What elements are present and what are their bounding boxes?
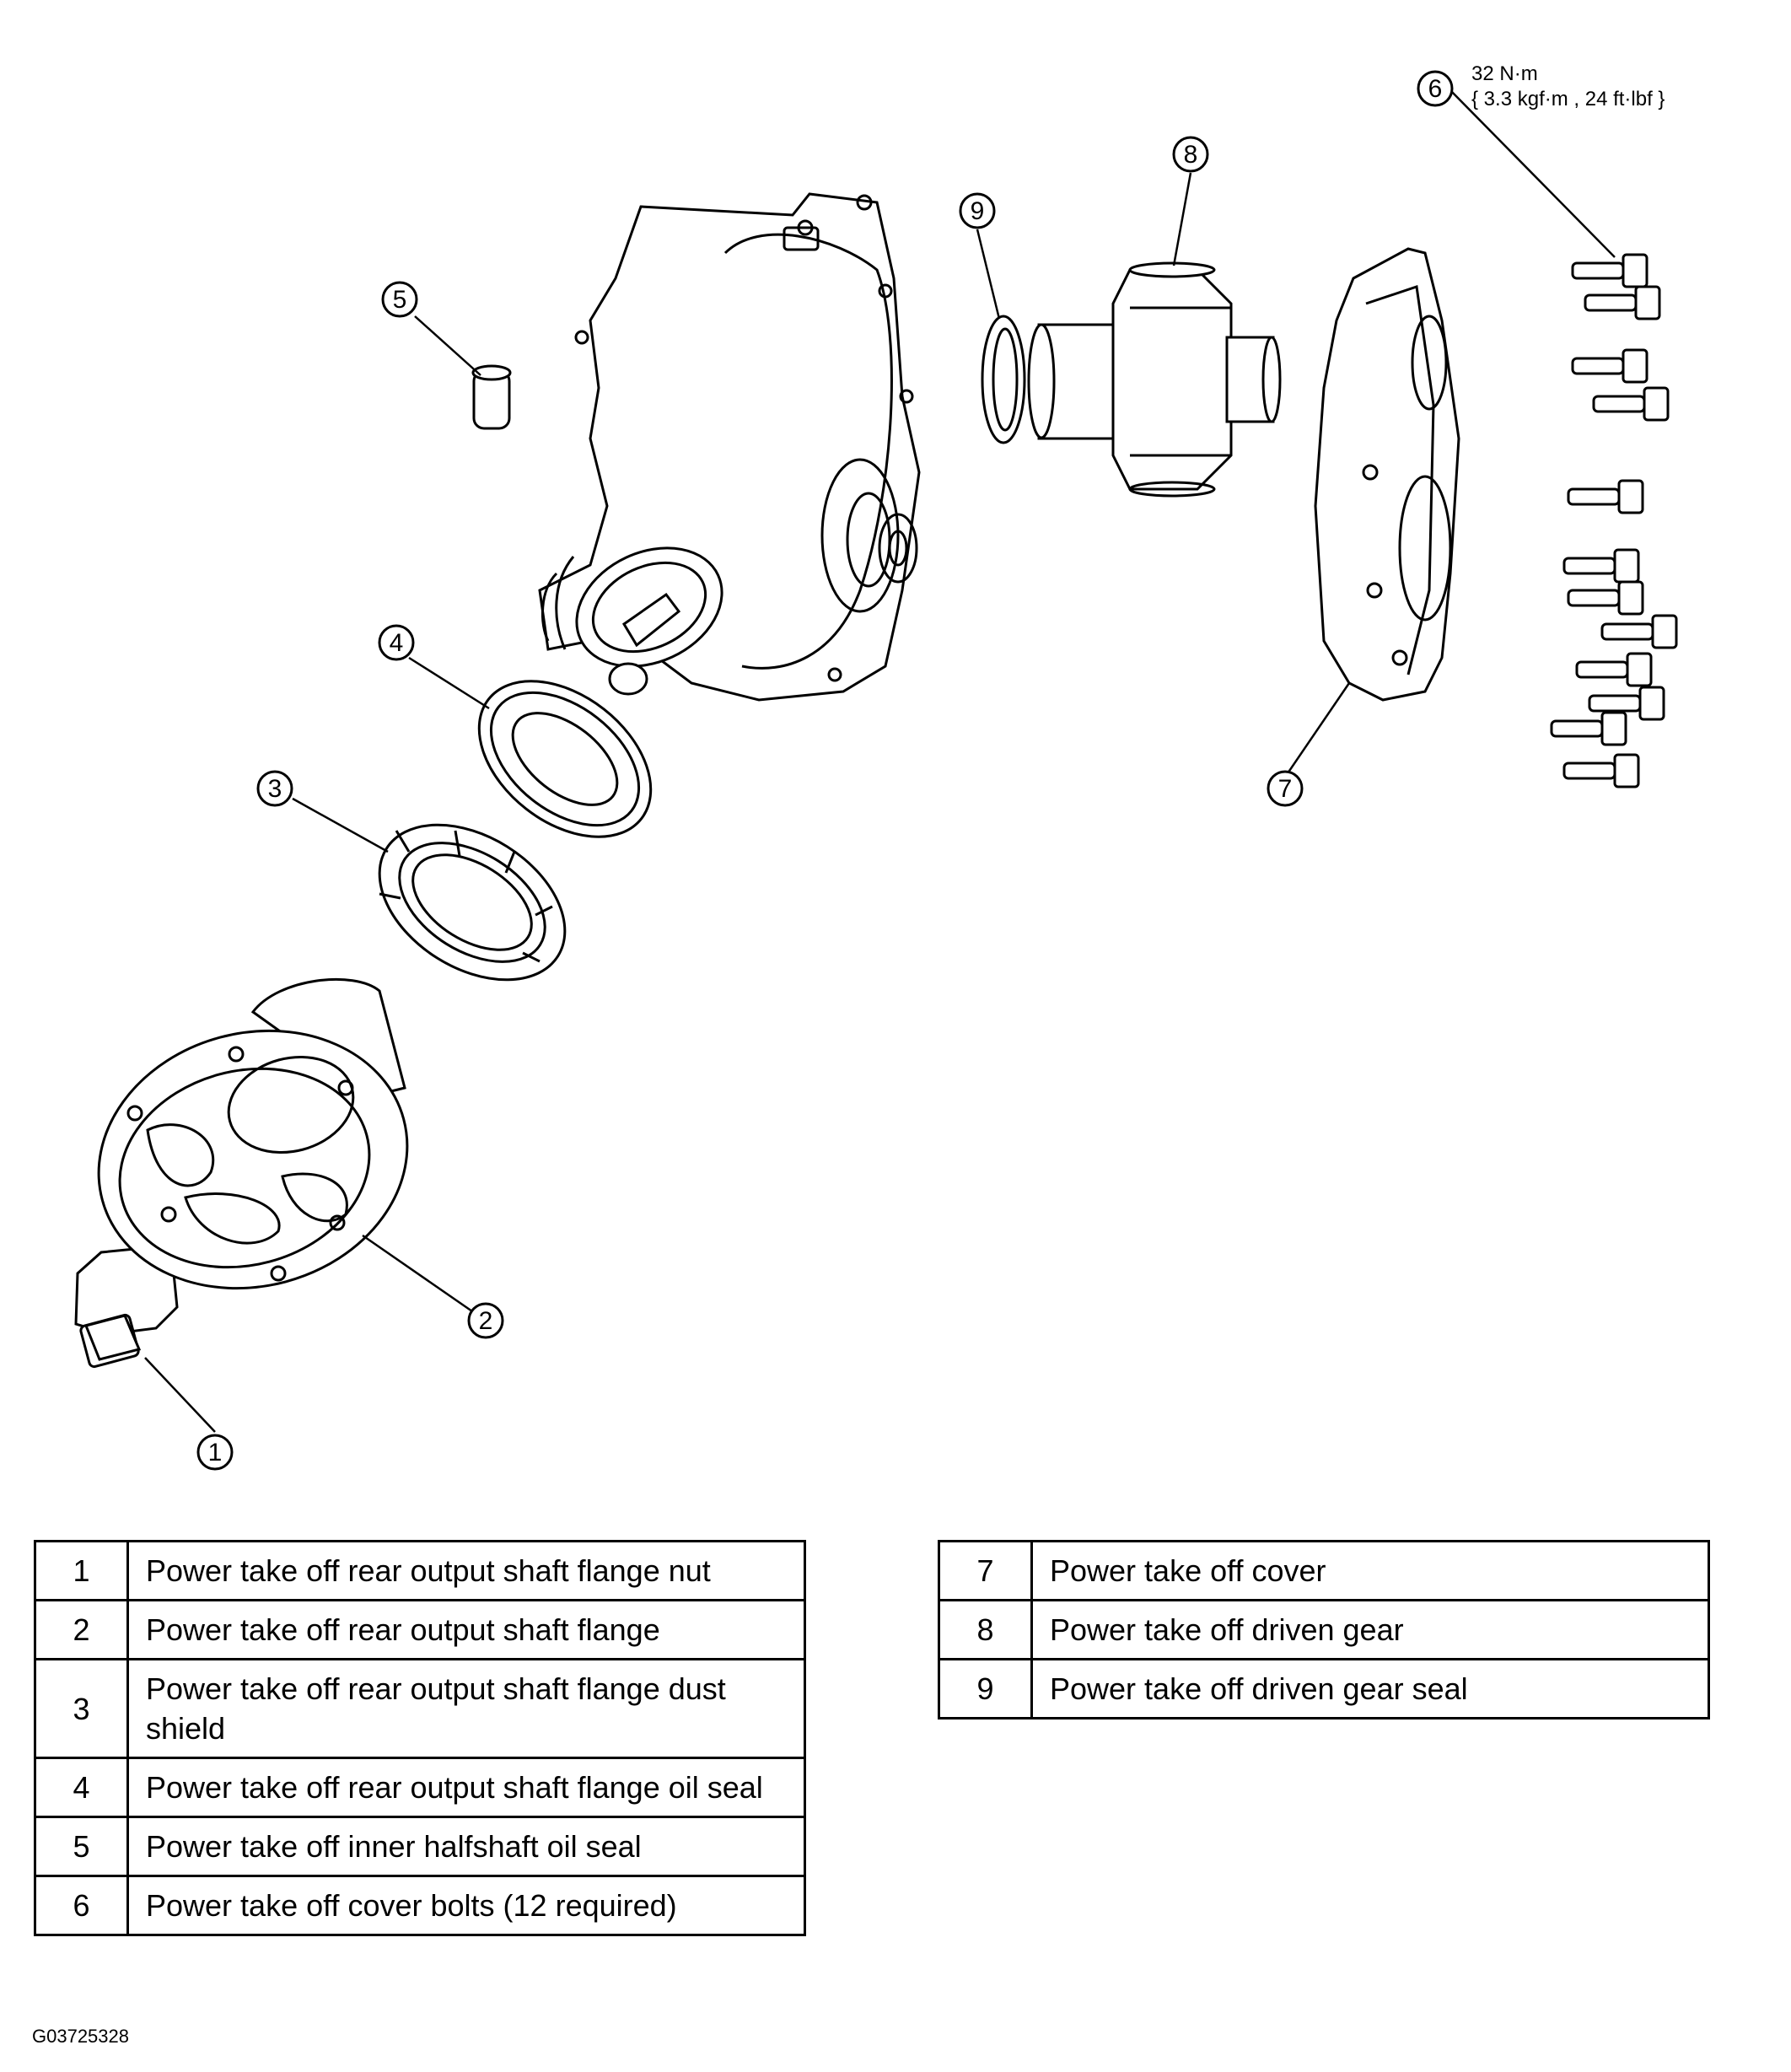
part-dust-shield (378, 823, 567, 982)
legend-num: 4 (34, 1757, 129, 1818)
legend-num: 7 (938, 1540, 1033, 1601)
svg-text:6: 6 (1428, 75, 1443, 103)
legend-num: 6 (34, 1875, 129, 1936)
exploded-diagram: 1 2 3 4 5 6 7 8 9 32 N·m { 3.3 kgf·m , 2… (74, 62, 1678, 1471)
part-oil-seal (477, 680, 653, 838)
callout-7: 7 (1267, 770, 1304, 807)
callout-2: 2 (467, 1302, 504, 1339)
callout-6: 6 (1417, 70, 1454, 107)
callout-8: 8 (1172, 136, 1209, 173)
legend-desc: Power take off cover bolts (12 required) (126, 1875, 806, 1936)
callout-9: 9 (959, 192, 996, 229)
callout-4: 4 (378, 624, 415, 661)
legend-desc: Power take off rear output shaft flange … (126, 1757, 806, 1818)
legend-desc: Power take off driven gear seal (1030, 1658, 1710, 1719)
svg-text:7: 7 (1278, 775, 1293, 803)
legend-desc: Power take off rear output shaft flange … (126, 1658, 806, 1759)
legend-num: 1 (34, 1540, 129, 1601)
legend-num: 2 (34, 1599, 129, 1660)
part-driven-gear-seal (981, 315, 1026, 444)
legend-num: 9 (938, 1658, 1033, 1719)
part-halfshaft-seal (471, 364, 512, 430)
part-cover (1314, 247, 1460, 702)
svg-text:4: 4 (390, 629, 404, 657)
transfer-case-housing (538, 192, 921, 702)
callout-3: 3 (256, 770, 293, 807)
svg-text:1: 1 (208, 1439, 223, 1467)
callout-1: 1 (196, 1434, 234, 1471)
part-flange (97, 977, 409, 1290)
torque-spec-alt: { 3.3 kgf·m , 24 ft·lbf } (1471, 88, 1665, 110)
svg-text:8: 8 (1184, 141, 1198, 169)
legend-num: 8 (938, 1599, 1033, 1660)
torque-spec-nm: 32 N·m (1471, 62, 1538, 85)
legend-desc: Power take off inner halfshaft oil seal (126, 1816, 806, 1877)
part-driven-gear (1027, 261, 1282, 498)
callout-5: 5 (381, 281, 418, 318)
legend-desc: Power take off rear output shaft flange (126, 1599, 806, 1660)
legend-desc: Power take off driven gear (1030, 1599, 1710, 1660)
svg-text:3: 3 (268, 775, 282, 803)
legend-desc: Power take off cover (1030, 1540, 1710, 1601)
torque-spec: 32 N·m { 3.3 kgf·m , 24 ft·lbf } (1471, 62, 1665, 110)
svg-text:9: 9 (971, 197, 985, 225)
leader-lines (144, 88, 1616, 1433)
legend-desc: Power take off rear output shaft flange … (126, 1540, 806, 1601)
legend-num: 3 (34, 1658, 129, 1759)
figure-id: G03725328 (32, 2026, 129, 2047)
svg-text:5: 5 (393, 286, 407, 314)
legend-num: 5 (34, 1816, 129, 1877)
part-cover-bolts (1550, 253, 1678, 788)
svg-text:2: 2 (479, 1307, 493, 1335)
